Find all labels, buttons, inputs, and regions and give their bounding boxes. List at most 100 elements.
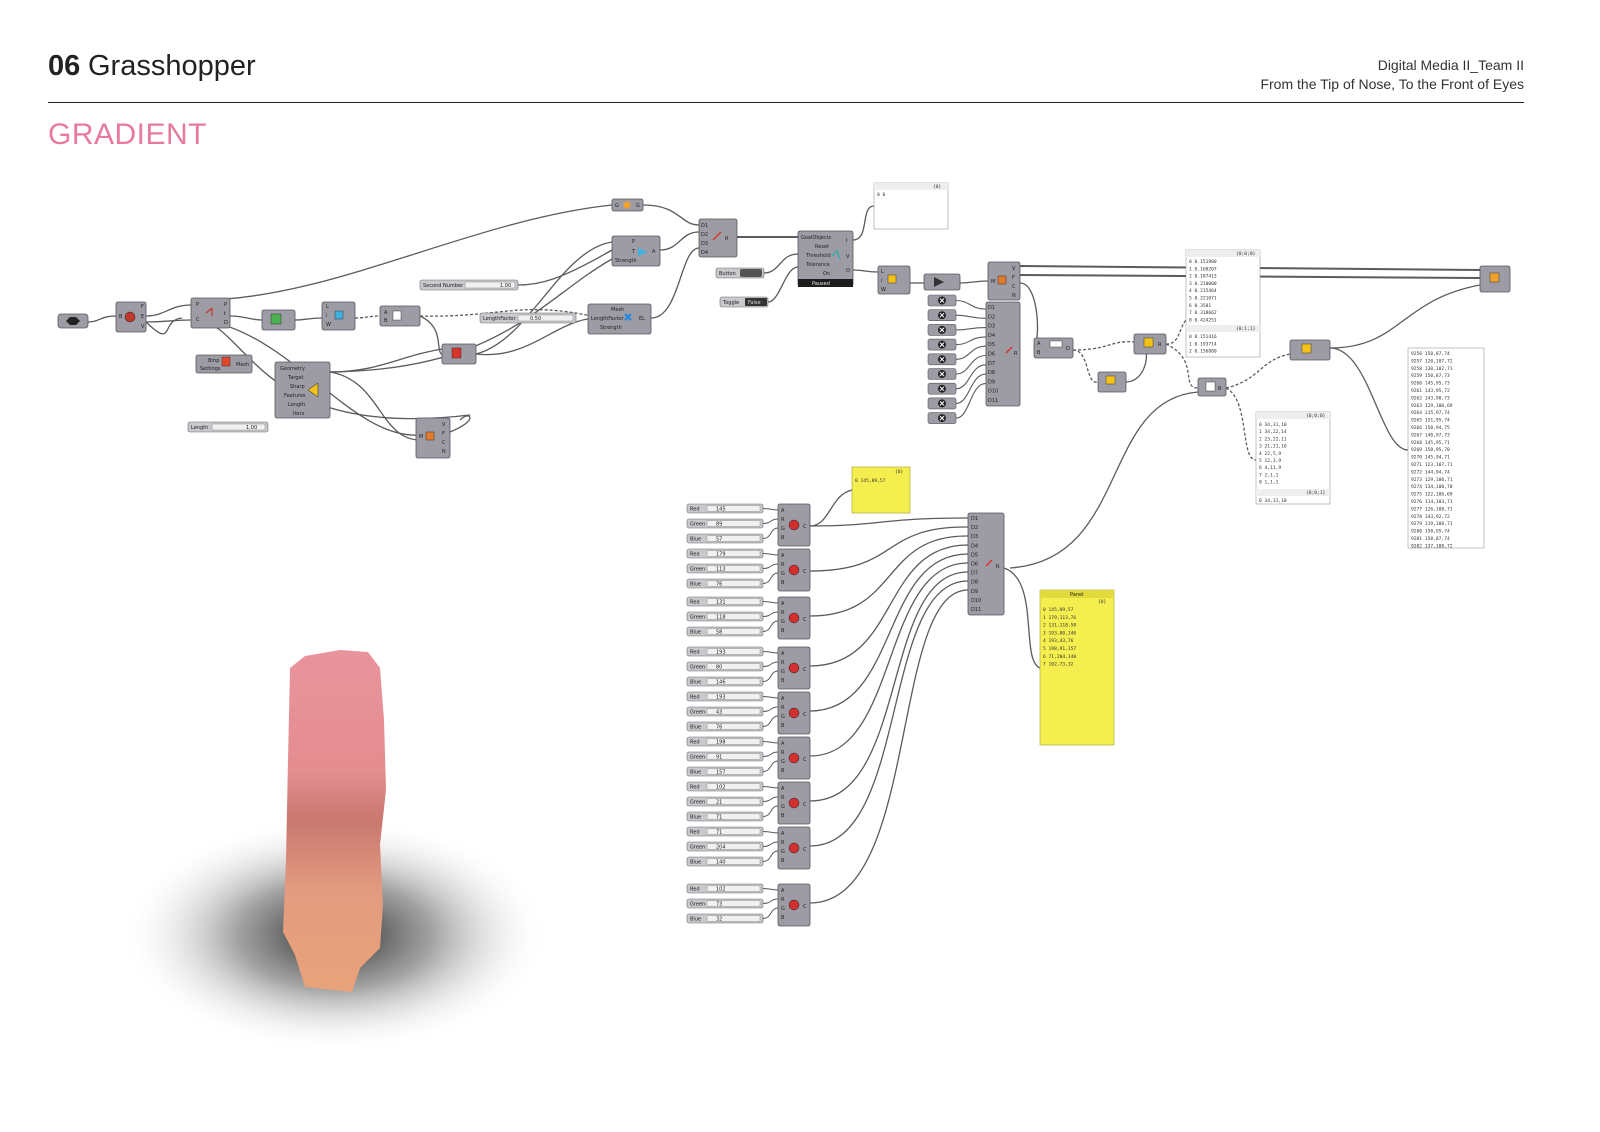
component-ab-r[interactable]: R (1133, 333, 1167, 355)
button-input[interactable]: Button (715, 267, 765, 279)
panel-row: 9273 129,100,71 (1411, 477, 1453, 483)
slider-length[interactable]: Length 1.00 (187, 421, 269, 433)
panel-row: 7 102,73,32 (1043, 662, 1074, 668)
component-mesh-relax[interactable]: Mesh LengthFactor Strength EL (587, 303, 652, 335)
component-list[interactable]: LiW (321, 301, 356, 331)
panel-yellow-big[interactable]: Panel {0} 0 145,89,571 179,113,762 131,1… (1039, 589, 1115, 746)
component-strength[interactable]: PT Strength A (611, 235, 661, 267)
component-weave-b[interactable] (1289, 339, 1331, 361)
slider-label: Green (690, 800, 705, 806)
svg-text:Paused: Paused (812, 281, 830, 287)
null-param[interactable] (927, 353, 957, 366)
panel-yellow-small[interactable]: {0} 0 145,89,57 (851, 466, 911, 514)
component-remesh[interactable]: Geometry Target Sharp Features Length It… (274, 361, 331, 419)
svg-text:E: E (141, 314, 144, 320)
null-param[interactable] (927, 338, 957, 351)
slider-value: 102 (716, 887, 726, 893)
component-merge-11[interactable]: R (985, 301, 1021, 407)
slider-length-factor[interactable]: LengthFactor 0.50 (479, 312, 577, 324)
merge-input-label: D4 (988, 333, 995, 339)
panel-row: 9278 143,92,72 (1411, 514, 1450, 520)
null-param[interactable] (927, 382, 957, 395)
panel-row: 0 0.151980 (1189, 259, 1217, 265)
component-merge-colors[interactable]: R (967, 512, 1005, 616)
panel-row: 8 0.424251 (1189, 317, 1217, 323)
port-label: R (781, 610, 785, 616)
component-list-item[interactable]: LiW (877, 265, 911, 295)
panel-colors-small[interactable]: {0;0;0} 0 34,31,101 34,22,142 23,22,113 … (1255, 411, 1331, 505)
null-param[interactable] (927, 412, 957, 424)
slider-label: Green (690, 615, 705, 621)
null-param[interactable] (927, 368, 957, 380)
null-param[interactable] (927, 397, 957, 410)
component-weave-a[interactable] (1097, 371, 1127, 393)
component-flatten[interactable] (923, 273, 961, 291)
slider-second-number[interactable]: Second Number 1.00 (419, 279, 519, 291)
null-param[interactable] (927, 294, 957, 307)
component-graph[interactable] (261, 309, 296, 331)
component-kangaroo-solver[interactable]: Paused GoalObjects Reset Threshold Toler… (797, 230, 854, 287)
toggle-input[interactable]: Toggle False (719, 296, 769, 308)
component-bmp-mesh[interactable]: Bmp Settings Mesh (195, 354, 253, 374)
null-param[interactable] (927, 324, 957, 336)
component-mesh-colors[interactable] (1479, 265, 1511, 293)
panel-output-small[interactable]: {0} 0 0 (873, 182, 949, 230)
port-label: G (781, 526, 785, 532)
component-abd[interactable]: ABD (1033, 337, 1074, 359)
component-multiply[interactable]: R (1197, 377, 1227, 397)
panel-row: 5 198,91,157 (1043, 646, 1076, 652)
svg-text:False: False (748, 300, 761, 306)
component-extract[interactable] (441, 343, 477, 365)
component-division[interactable]: AB (379, 305, 421, 327)
component-hexagon[interactable] (57, 313, 89, 329)
panel-row: 3 0.210000 (1189, 281, 1217, 287)
null-param[interactable] (927, 309, 957, 322)
